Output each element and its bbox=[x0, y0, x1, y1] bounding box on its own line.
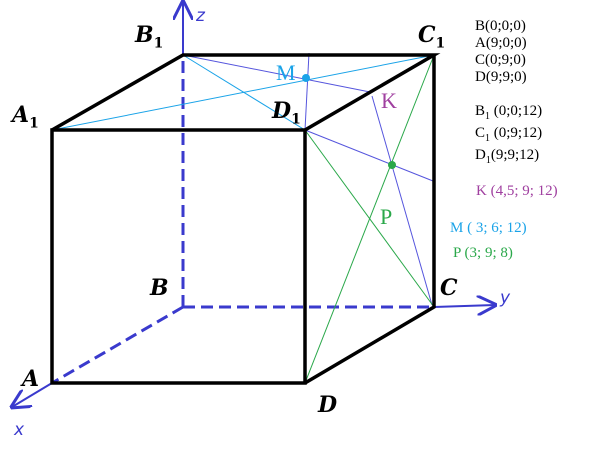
label-p: P bbox=[380, 204, 393, 229]
label-k: K bbox=[381, 88, 397, 113]
coord-d1: D1(9;9;12) bbox=[475, 147, 540, 166]
line-b1-k bbox=[182, 54, 371, 93]
coord-b: B(0;0;0) bbox=[475, 18, 526, 34]
coord-b1: B1 (0;0;12) bbox=[475, 103, 543, 122]
point-m bbox=[302, 74, 310, 82]
coordinates-list: B(0;0;0) A(9;0;0) C(0;9;0) D(9;9;0) B1 (… bbox=[475, 18, 542, 169]
coord-c1: C1 (0;9;12) bbox=[475, 125, 543, 144]
x-axis bbox=[12, 382, 53, 407]
axis-label-x: x bbox=[14, 420, 25, 440]
coord-d: D(9;9;0) bbox=[475, 69, 527, 85]
coord-k: K (4,5; 9; 12) bbox=[476, 183, 558, 199]
axis-label-y: y bbox=[500, 288, 511, 308]
line-d1-cc1 bbox=[304, 129, 434, 182]
line-k-c bbox=[371, 95, 433, 306]
line-through-m bbox=[304, 52, 310, 131]
label-a: A bbox=[22, 366, 40, 392]
label-d1: D1 bbox=[272, 98, 301, 128]
diagonal-a1-c1 bbox=[51, 54, 435, 131]
coord-c: C(0;9;0) bbox=[475, 52, 526, 68]
label-m: M bbox=[276, 60, 296, 85]
coord-m: M ( 3; 6; 12) bbox=[450, 220, 527, 236]
label-d: D bbox=[318, 392, 338, 418]
cube-edges bbox=[50, 53, 441, 385]
label-c1: C1 bbox=[418, 22, 446, 52]
point-p bbox=[388, 161, 396, 169]
label-b1: B1 bbox=[135, 22, 164, 52]
coord-p: P (3; 9; 8) bbox=[453, 245, 513, 261]
label-a1: A1 bbox=[12, 102, 39, 132]
y-axis bbox=[433, 305, 495, 307]
label-c: C bbox=[440, 275, 458, 301]
coord-a: A(9;0;0) bbox=[475, 35, 527, 51]
label-b: B bbox=[150, 275, 169, 301]
x-axis-hidden bbox=[51, 305, 184, 385]
diagonal-d1-c bbox=[304, 129, 435, 308]
axis-label-z: z bbox=[196, 6, 205, 26]
